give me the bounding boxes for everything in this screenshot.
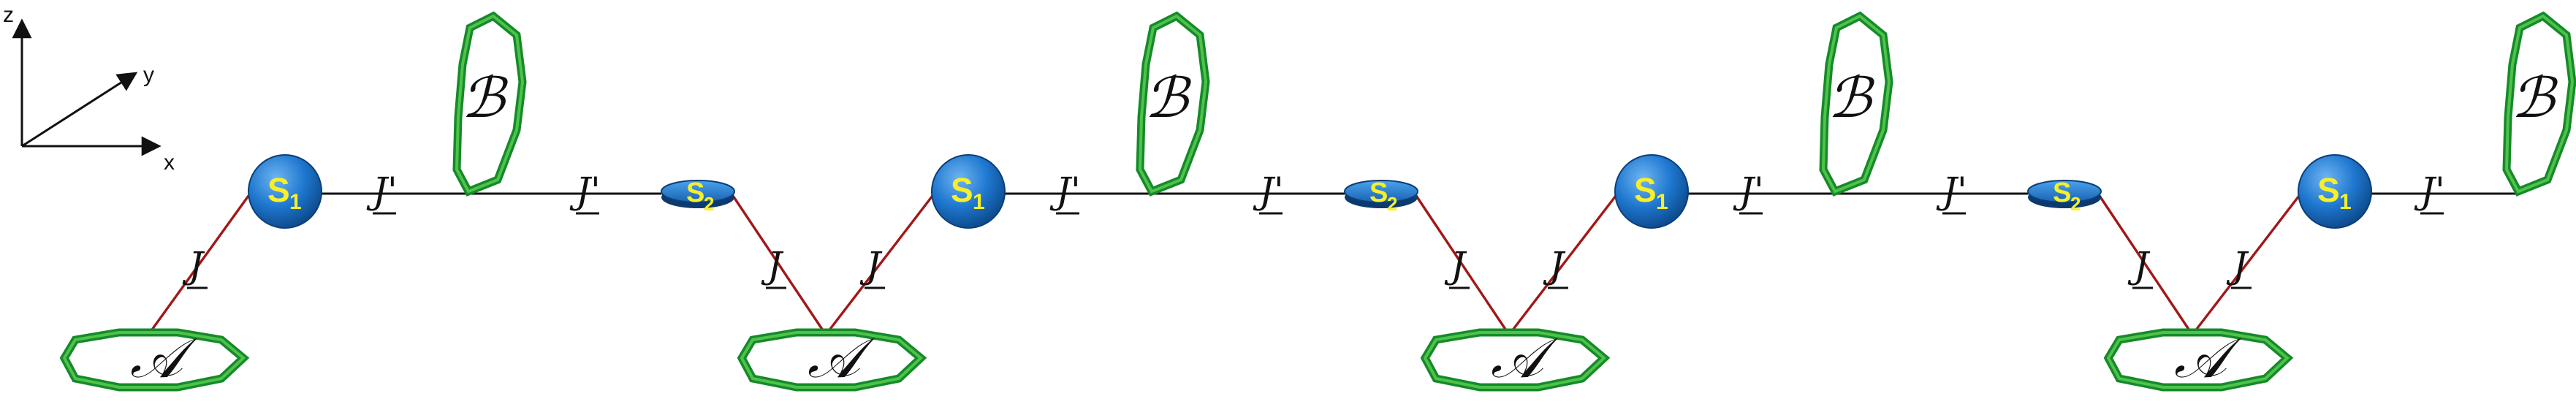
bond-label-j-prime: J': [569, 170, 601, 212]
site-s2: S 2: [2027, 178, 2102, 215]
bond-label-j-prime: J': [1049, 170, 1081, 212]
site-s2-letter: S: [1369, 178, 1388, 208]
bond-label-j: J: [859, 244, 883, 286]
ring-b-label: ℬ: [461, 65, 509, 130]
bond-label-j-prime: J': [1733, 170, 1764, 212]
site-s1-letter: S: [267, 171, 290, 209]
ring-a: 𝒜: [2103, 325, 2294, 392]
site-s1-letter: S: [951, 171, 973, 209]
site-s1-index: 1: [1656, 190, 1668, 214]
site-s1-index: 1: [2339, 190, 2352, 214]
bond-j: [2191, 194, 2300, 336]
site-s1-index: 1: [289, 190, 302, 214]
bond-label-j: J: [1543, 244, 1566, 286]
bond-label-j: J: [761, 244, 784, 286]
site-s1: S 1: [248, 154, 322, 229]
ring-a: 𝒜: [737, 325, 927, 392]
bond-label-j-prime: J': [1253, 170, 1284, 212]
bonds: [147, 192, 2518, 336]
rings-b: ℬ ℬ ℬ ℬ: [452, 11, 2576, 197]
bond-j: [1415, 195, 1511, 335]
bond-j: [1508, 194, 1617, 336]
bond-j: [824, 194, 934, 336]
rings-a: 𝒜 𝒜 𝒜 𝒜: [59, 325, 2294, 392]
bond-label-j: J: [182, 244, 205, 286]
sites-s1: S 1 S 1 S 1 S 1: [248, 154, 2372, 229]
sites-s2: S 2 S 2 S 2: [661, 178, 2102, 215]
bond-j: [732, 195, 827, 335]
site-s2-index: 2: [704, 193, 714, 215]
ring-a: 𝒜: [1420, 325, 1611, 392]
ring-b: ℬ: [1819, 11, 1893, 197]
site-s1-index: 1: [973, 190, 985, 214]
ring-b-label: ℬ: [1144, 65, 1192, 130]
bond-labels: J' J' J J J J' J' J J J' J' J J J': [182, 170, 2445, 289]
ring-b: ℬ: [2502, 11, 2576, 197]
axis-label-z: z: [3, 3, 14, 27]
ring-b: ℬ: [1136, 11, 1210, 197]
site-s2: S 2: [661, 178, 735, 215]
site-s1-letter: S: [1634, 171, 1657, 209]
ring-b-label: ℬ: [2511, 65, 2558, 130]
site-s2-index: 2: [1387, 193, 1397, 215]
site-s1: S 1: [1614, 154, 1689, 229]
bond-label-j-prime: J': [1936, 170, 1967, 212]
bond-j: [2098, 195, 2194, 335]
ring-a: 𝒜: [59, 325, 250, 392]
ring-b-label: ℬ: [1828, 65, 1875, 130]
site-s2-index: 2: [2070, 193, 2081, 215]
site-s1: S 1: [931, 154, 1006, 229]
site-s2-letter: S: [686, 178, 704, 208]
site-s1-letter: S: [2317, 171, 2340, 209]
site-s2-letter: S: [2053, 178, 2071, 208]
ring-b: ℬ: [452, 11, 527, 197]
bond-label-j-prime: J': [366, 170, 398, 212]
bond-label-j: J: [2226, 244, 2249, 286]
bond-label-j-prime: J': [2414, 170, 2445, 212]
site-s1: S 1: [2298, 154, 2372, 229]
axis-label-x: x: [164, 151, 175, 175]
bond-j: [147, 195, 250, 335]
site-s2: S 2: [1344, 178, 1418, 215]
axis-label-y: y: [143, 63, 154, 87]
coordinate-axes: z y x: [3, 3, 175, 175]
bond-label-j: J: [1444, 244, 1467, 286]
bond-label-j: J: [2127, 244, 2151, 286]
